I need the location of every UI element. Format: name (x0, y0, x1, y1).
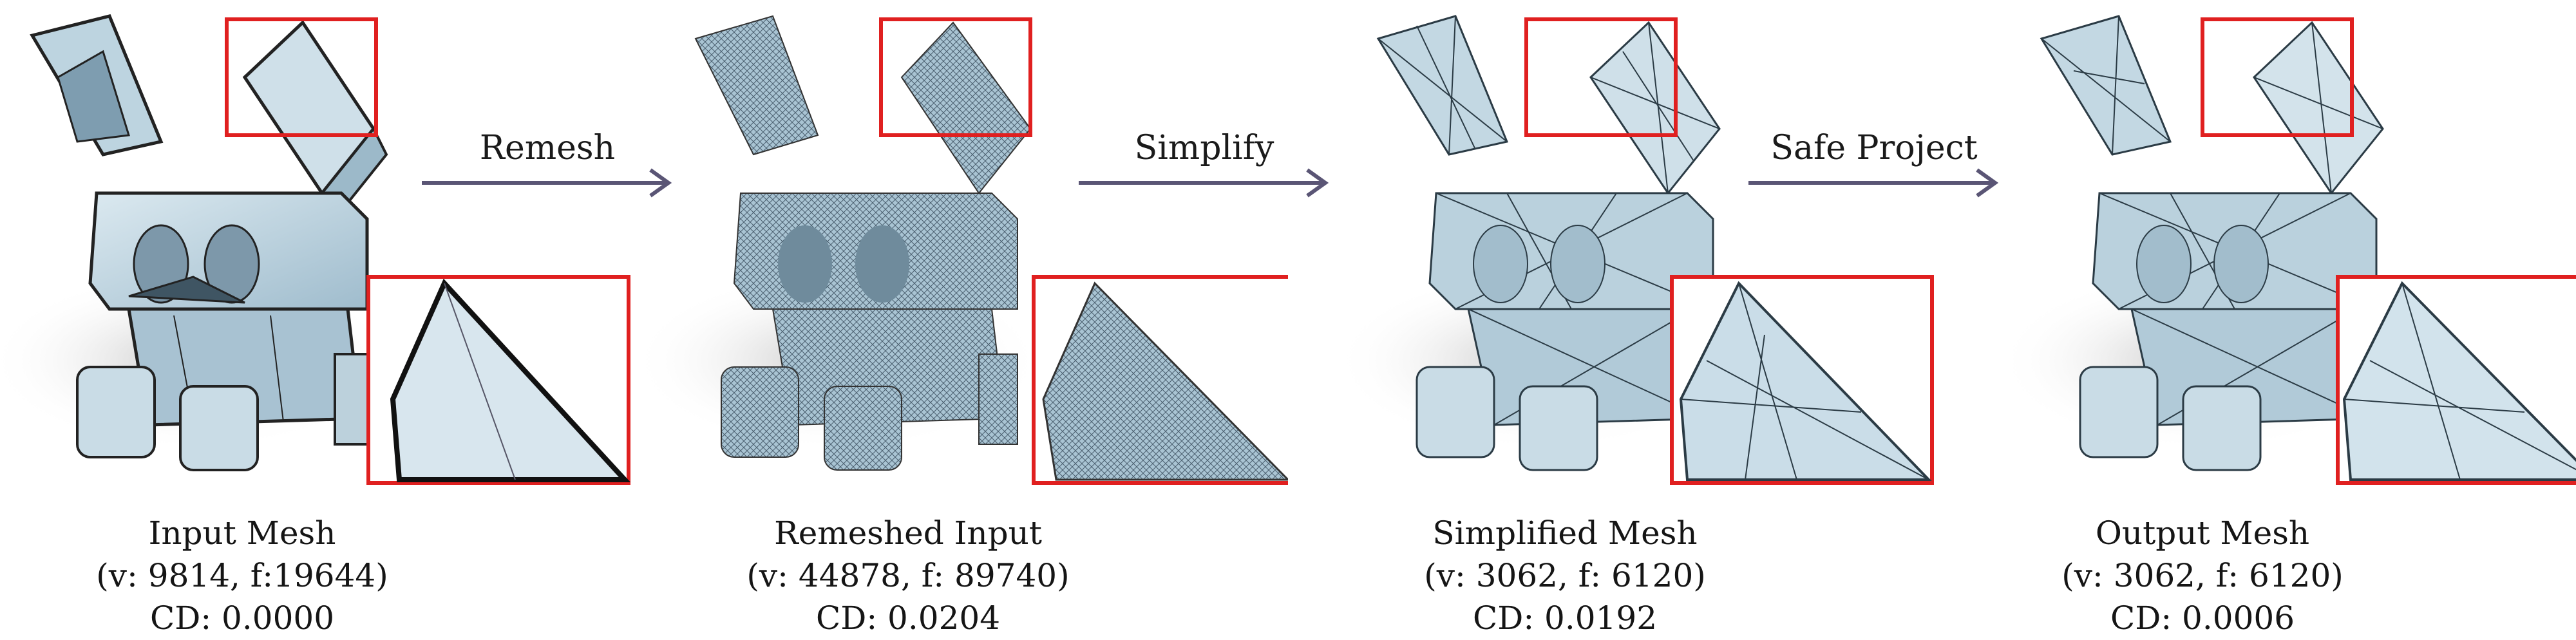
arrow-right-icon (422, 168, 672, 198)
caption-simplified-mesh: Simplified Mesh (v: 3062, f: 6120) CD: 0… (1320, 512, 1810, 639)
caption-cd: CD: 0.0192 (1472, 599, 1658, 637)
arrow-label-safe-project: Safe Project (1770, 129, 1978, 167)
arrow-safe-project: Safe Project (1739, 129, 2009, 200)
arrow-label-remesh: Remesh (479, 129, 616, 167)
caption-title: Output Mesh (2095, 514, 2310, 552)
output-mesh-render (1996, 15, 2576, 485)
arrow-label-simplify: Simplify (1134, 129, 1274, 167)
input-mesh-render (0, 14, 631, 485)
caption-remeshed-input: Remeshed Input (v: 44878, f: 89740) CD: … (663, 512, 1153, 639)
caption-cd: CD: 0.0006 (2110, 599, 2295, 637)
remeshed-input-render (644, 15, 1288, 485)
arrow-right-icon (1079, 168, 1329, 198)
caption-title: Remeshed Input (774, 514, 1042, 552)
caption-stats: (v: 9814, f:19644) (96, 557, 388, 594)
caption-title: Simplified Mesh (1432, 514, 1698, 552)
caption-output-mesh: Output Mesh (v: 3062, f: 6120) CD: 0.000… (1958, 512, 2447, 639)
panel-input-mesh: Input Mesh (v: 9814, f:19644) CD: 0.0000 (0, 0, 644, 640)
panel-remeshed-input: Remeshed Input (v: 44878, f: 89740) CD: … (644, 0, 1288, 640)
panel-simplified-mesh: Simplified Mesh (v: 3062, f: 6120) CD: 0… (1346, 0, 1990, 640)
caption-cd: CD: 0.0204 (815, 599, 1001, 637)
caption-stats: (v: 3062, f: 6120) (2061, 557, 2344, 594)
simplified-mesh-render (1346, 15, 1934, 485)
caption-input-mesh: Input Mesh (v: 9814, f:19644) CD: 0.0000 (0, 512, 487, 639)
arrow-right-icon (1748, 168, 1999, 198)
caption-cd: CD: 0.0000 (149, 599, 335, 637)
panel-output-mesh: Output Mesh (v: 3062, f: 6120) CD: 0.000… (1984, 0, 2576, 640)
caption-stats: (v: 44878, f: 89740) (746, 557, 1070, 594)
caption-title: Input Mesh (148, 514, 336, 552)
caption-stats: (v: 3062, f: 6120) (1424, 557, 1706, 594)
arrow-simplify: Simplify (1069, 129, 1340, 200)
arrow-remesh: Remesh (412, 129, 683, 200)
